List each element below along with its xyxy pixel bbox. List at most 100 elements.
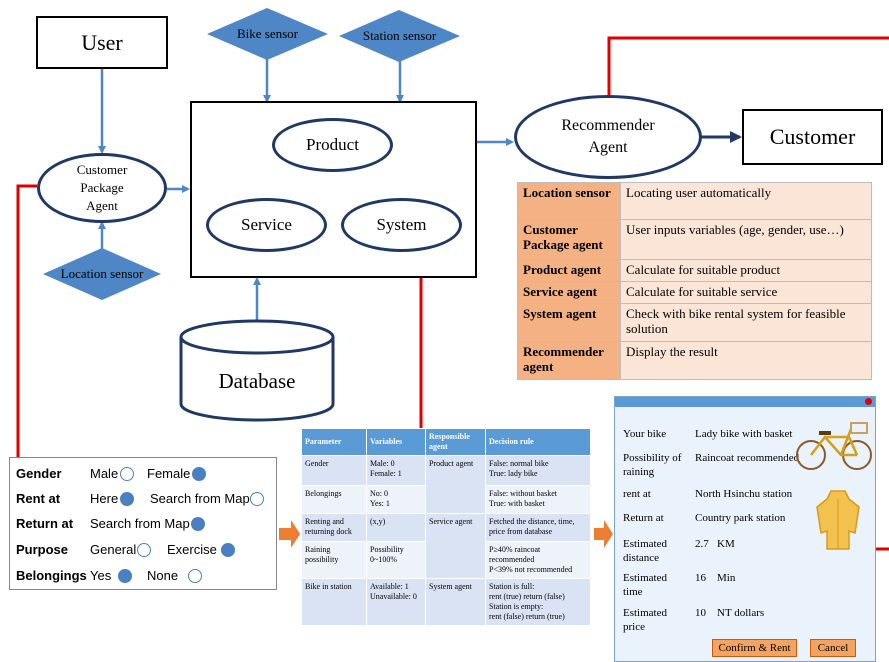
purpose-option-general[interactable]: General — [90, 542, 137, 557]
rent-map-radio[interactable] — [250, 492, 264, 506]
cell-rule: False: normal bike True: lady bike — [485, 455, 591, 486]
agent-name: Recommender agent — [517, 341, 621, 380]
rent-at-option-map[interactable]: Search from Map — [150, 491, 250, 506]
gender-option-female[interactable]: Female — [147, 466, 191, 481]
belongings-yes-radio[interactable] — [118, 569, 132, 583]
service-agent: Service — [206, 198, 327, 252]
agent-desc: Display the result — [620, 341, 872, 380]
raincoat-icon — [816, 490, 860, 550]
cell-param: Bike in station — [301, 578, 367, 626]
table-row: Renting and returning dock (x,y) Service… — [301, 513, 591, 579]
user-box: User — [36, 16, 168, 69]
product-label: Product — [306, 135, 359, 154]
rent-at-result-label: rent at — [623, 488, 651, 500]
gender-female-radio[interactable] — [192, 467, 206, 481]
database-cylinder — [179, 337, 335, 422]
cell-param: Gender — [301, 455, 367, 486]
red-line-recommender-top — [607, 36, 889, 95]
gender-option-male[interactable]: Male — [90, 466, 119, 481]
cell-agent: Product agent — [425, 455, 486, 514]
purpose-exercise-radio[interactable] — [221, 543, 235, 557]
return-map-radio[interactable] — [191, 517, 205, 531]
belongings-none-radio[interactable] — [188, 569, 202, 583]
distance-value: 2.7 KM — [695, 538, 735, 550]
cell-param: Renting and returning dock — [301, 513, 367, 542]
cell-vars: (x,y) — [366, 513, 426, 542]
location-sensor-label: Location sensor — [60, 266, 144, 281]
table-row: Raining possibility Possibility 0~100% P… — [301, 541, 591, 579]
cpa-line-1: Customer — [76, 162, 128, 177]
agent-desc: Locating user automatically — [620, 182, 872, 220]
decision-rule-table: Parameter Variables Responsible agent De… — [301, 428, 591, 626]
price-label: Estimated price — [623, 607, 667, 633]
cell-vars: Possibility 0~100% — [366, 541, 426, 579]
col-decision-rule: Decision rule — [485, 428, 591, 456]
user-input-form: Gender Male Female Rent at Here Search f… — [9, 457, 277, 590]
close-icon[interactable] — [865, 398, 872, 405]
red-line-cpa-to-form — [16, 184, 37, 457]
service-label: Service — [241, 215, 292, 234]
purpose-option-exercise[interactable]: Exercise — [167, 542, 217, 557]
col-variables: Variables — [366, 428, 426, 456]
cpa-line-2: Package — [80, 180, 124, 195]
purpose-label: Purpose — [16, 542, 69, 557]
cell-rule: False: without basket True: with basket — [485, 485, 591, 514]
gender-male-radio[interactable] — [120, 467, 134, 481]
cell-param: Belongings — [301, 485, 367, 514]
agent-desc: User inputs variables (age, gender, use…… — [620, 219, 872, 260]
rent-here-radio[interactable] — [120, 492, 134, 506]
distance-label: Estimated distance — [623, 538, 667, 564]
database-label: Database — [218, 369, 296, 393]
station-sensor-label: Station sensor — [362, 28, 437, 43]
orange-arrow-rules-to-result — [594, 520, 613, 548]
table-row: Bike in station Available: 1 Unavailable… — [301, 578, 591, 626]
cell-vars: Male: 0 Female: 1 — [366, 455, 426, 486]
rent-at-result-value: North Hsinchu station — [695, 488, 793, 500]
cell-param: Raining possibility — [301, 541, 367, 579]
recommender-line-2: Agent — [588, 139, 628, 156]
cell-rule: P≥40% raincoat recommended P<39% not rec… — [485, 541, 591, 579]
customer-box: Customer — [742, 109, 883, 165]
customer-package-agent: Customer Package Agent — [37, 153, 167, 223]
agent-name: Customer Package agent — [517, 219, 621, 260]
user-label: User — [81, 29, 123, 55]
cell-vars: Available: 1 Unavailable: 0 — [366, 578, 426, 626]
station-sensor-diamond — [339, 10, 460, 62]
price-value: 10 NT dollars — [695, 607, 765, 619]
your-bike-label: Your bike — [623, 428, 667, 440]
agent-name: System agent — [517, 303, 621, 342]
rain-label: Possibility of raining — [623, 452, 682, 478]
purpose-general-radio[interactable] — [137, 543, 151, 557]
location-sensor-diamond — [43, 248, 161, 300]
rent-at-option-here[interactable]: Here — [90, 491, 119, 506]
time-label: Estimated time — [623, 572, 667, 598]
bike-sensor-label: Bike sensor — [236, 26, 299, 41]
belongings-label: Belongings — [16, 568, 87, 583]
return-at-result-value: Country park station — [695, 512, 786, 524]
belongings-option-none[interactable]: None — [147, 568, 179, 583]
cell-rule: Fetched the distance, time, price from d… — [485, 513, 591, 542]
table-row: Gender Male: 0 Female: 1 Product agent F… — [301, 455, 591, 514]
confirm-rent-button[interactable]: Confirm & Rent — [712, 639, 797, 657]
customer-label: Customer — [769, 124, 856, 149]
return-at-option-map[interactable]: Search from Map — [90, 516, 190, 531]
cell-vars: No: 0 Yes: 1 — [366, 485, 426, 514]
cancel-button[interactable]: Cancel — [810, 639, 856, 657]
rent-at-label: Rent at — [16, 491, 61, 506]
agent-name: Location sensor — [517, 182, 621, 220]
belongings-option-yes[interactable]: Yes — [90, 568, 112, 583]
database-top — [179, 319, 335, 355]
recommender-line-1: Recommender — [561, 117, 655, 134]
system-label: System — [376, 215, 427, 234]
product-agent: Product — [272, 118, 393, 172]
agent-name: Product agent — [517, 259, 621, 282]
cell-agent: System agent — [425, 578, 486, 626]
col-parameter: Parameter — [301, 428, 367, 456]
